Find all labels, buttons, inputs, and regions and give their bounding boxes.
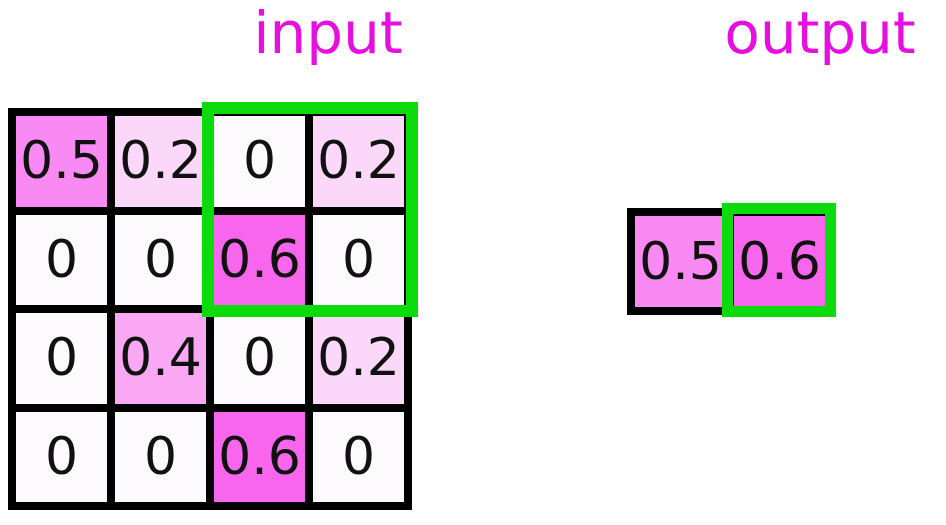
input-cell-r1-c1: 0.5 xyxy=(16,116,107,207)
input-cell-r2-c3: 0.6 xyxy=(214,214,305,305)
input-cell-r1-c3: 0 xyxy=(214,116,305,207)
input-cell-r4-c1: 0 xyxy=(16,411,107,502)
input-cell-r3-c2: 0.4 xyxy=(115,313,206,404)
input-cell-r1-c2: 0.2 xyxy=(115,116,206,207)
input-title: input xyxy=(253,0,403,67)
input-grid: 0.5 0.2 0 0.2 0 0 0.6 0 0 0.4 0 0.2 0 0 … xyxy=(8,108,412,510)
input-cell-r3-c4: 0.2 xyxy=(313,313,404,404)
output-grid: 0.5 0.6 xyxy=(627,208,833,315)
output-cell-2: 0.6 xyxy=(734,216,825,307)
input-cell-r3-c1: 0 xyxy=(16,313,107,404)
input-cell-r2-c2: 0 xyxy=(115,214,206,305)
input-cell-r1-c4: 0.2 xyxy=(313,116,404,207)
input-cell-r4-c4: 0 xyxy=(313,411,404,502)
input-cell-r4-c3: 0.6 xyxy=(214,411,305,502)
output-cell-1: 0.5 xyxy=(635,216,726,307)
input-cell-r2-c4: 0 xyxy=(313,214,404,305)
input-cell-r2-c1: 0 xyxy=(16,214,107,305)
output-title: output xyxy=(724,0,916,67)
input-cell-r3-c3: 0 xyxy=(214,313,305,404)
input-cell-r4-c2: 0 xyxy=(115,411,206,502)
